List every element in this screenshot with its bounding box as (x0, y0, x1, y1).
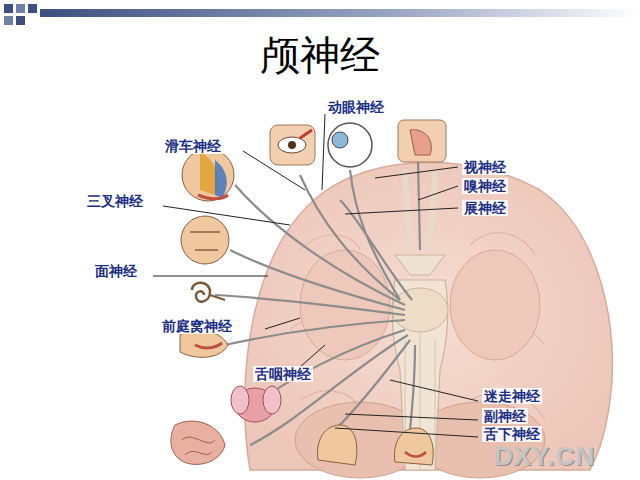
nerve-label: 舌咽神经 (253, 366, 313, 382)
slide-title: 颅神经 (260, 34, 380, 78)
organ-pictures (171, 120, 446, 465)
nerve-label: 视神经 (462, 159, 508, 175)
nerve-label: 三叉神经 (85, 193, 145, 209)
nerve-label: 迷走神经 (482, 388, 542, 404)
nerve-label: 展神经 (462, 200, 508, 216)
slide-decoration (4, 4, 640, 25)
watermark: DXY.CN (494, 442, 595, 471)
brain (245, 162, 613, 478)
nerve-label: 舌下神经 (482, 426, 542, 442)
nerve-label: 滑车神经 (163, 138, 223, 154)
nerve-label: 副神经 (482, 408, 528, 424)
nerve-label: 面神经 (93, 263, 139, 279)
nerve-label: 前庭窝神经 (160, 318, 234, 334)
nerve-label: 动眼神经 (326, 99, 386, 115)
nerve-bundles (215, 160, 420, 445)
leader-lines (153, 114, 478, 437)
nerve-label: 嗅神经 (462, 178, 508, 194)
